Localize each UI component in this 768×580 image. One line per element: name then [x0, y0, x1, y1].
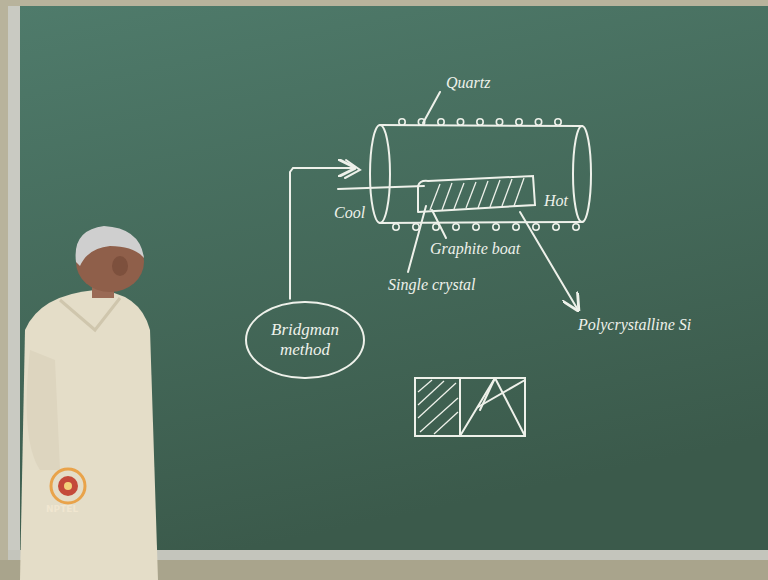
material-label: Quartz [446, 74, 490, 92]
coil-turn [418, 119, 424, 125]
part-label: Polycrystalline Si [578, 316, 691, 334]
coil-turn [553, 224, 559, 230]
hatching [418, 178, 524, 434]
pointer-line [290, 168, 354, 299]
coil-turn [477, 119, 483, 125]
coil-turn [438, 119, 444, 125]
quartz-tube [338, 92, 591, 436]
coil-turn [413, 224, 419, 230]
heating-coil [393, 119, 579, 230]
coil-turn [433, 224, 439, 230]
nptel-logo [51, 469, 85, 503]
end-label: Hot [544, 192, 568, 210]
part-label: Graphite boat [430, 240, 520, 258]
lecturer [20, 226, 158, 580]
end-label: Cool [334, 204, 365, 222]
coil-turn [393, 224, 399, 230]
coil-turn [516, 119, 522, 125]
coil-turn [535, 119, 541, 125]
board-frame [8, 6, 20, 558]
coil-turn [533, 224, 539, 230]
coil-turn [555, 119, 561, 125]
method-name: Bridgman method [265, 320, 345, 361]
method-circle: Bridgman method [245, 301, 365, 380]
part-label: Single crystal [388, 276, 476, 294]
watermark: NPTEL [46, 504, 78, 514]
coil-turn [399, 119, 405, 125]
coil-turn [493, 224, 499, 230]
coil-turn [453, 224, 459, 230]
coil-turn [457, 119, 463, 125]
coil-turn [473, 224, 479, 230]
coil-turn [513, 224, 519, 230]
coil-turn [496, 119, 502, 125]
coil-turn [573, 224, 579, 230]
